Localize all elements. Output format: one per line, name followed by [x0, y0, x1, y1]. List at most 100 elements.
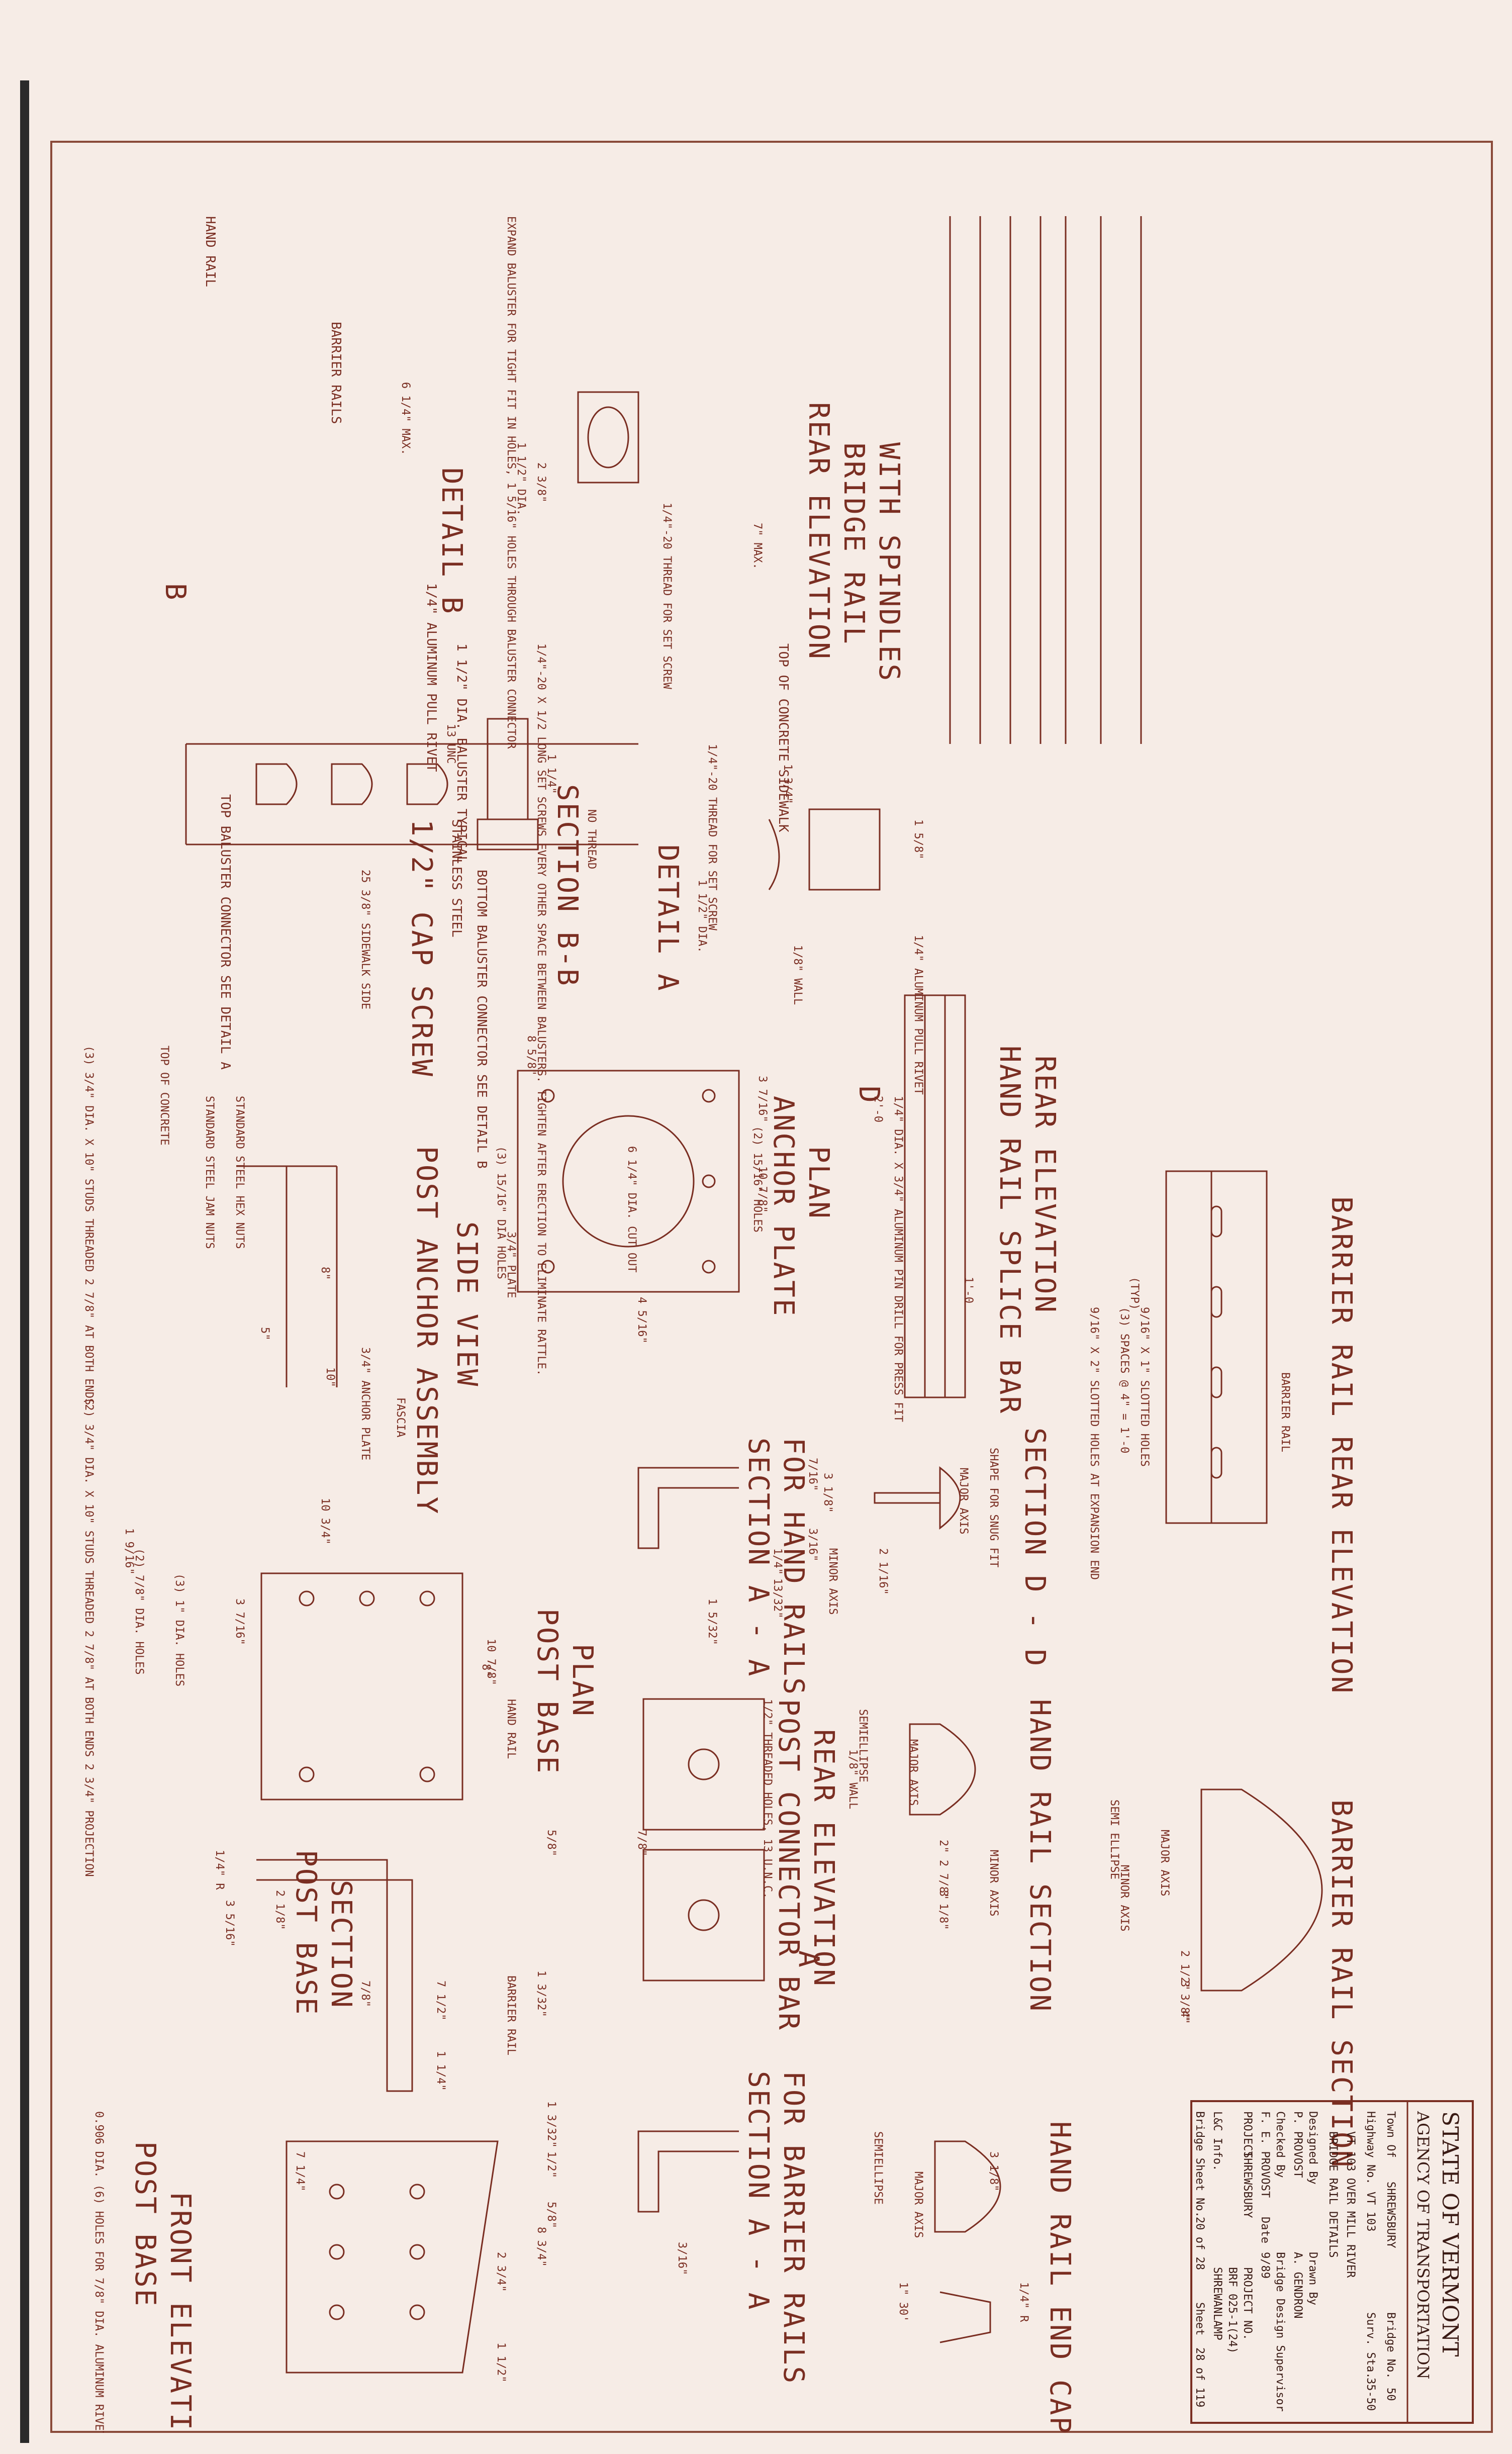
post-base-plan-title: POST BASE [531, 1609, 563, 1774]
cap-screw-view: 13 UNC NO THREAD 1 1/4" 1/2" CAP SCREW S… [405, 718, 598, 1078]
anchor-fascia: FASCIA [394, 1397, 407, 1437]
anchor-10: 10" [324, 1367, 336, 1387]
barrier-rail-rear-title: BARRIER RAIL REAR ELEVATION [1325, 1196, 1358, 1694]
section-aa-hand-dim5: 1 5/32" [706, 1598, 718, 1645]
rear-elevation-title: REAR ELEVATION [802, 402, 835, 660]
post-base-8: 8" [480, 1664, 492, 1677]
barrier-section-minor: MINOR AXIS [1118, 1865, 1130, 1931]
bottom-baluster-label: BOTTOM BALUSTER CONNECTOR SEE DETAIL B [474, 870, 489, 1169]
end-cap-title: HAND RAIL END CAP [1044, 2121, 1076, 2433]
anchor-plate-cutout: 6 1/4" DIA. CUT OUT [625, 1146, 638, 1273]
project-label: PROJECT [1241, 2111, 1254, 2158]
anchor-plate-height: 10 7/8" [756, 1166, 769, 1213]
section-aa-barrier-dim1: 1 3/32" [545, 2101, 557, 2148]
cap-screw-subtitle: STAINLESS STEEL [449, 819, 464, 937]
splice-bar-marker-d: D [853, 1086, 885, 1104]
anchor-plate-holes: (3) 15/16" DIA HOLES [495, 1146, 507, 1279]
barrier-section-semi: SEMI ELLIPSE [1108, 1800, 1120, 1879]
anchor-plate-title: ANCHOR PLATE [767, 1096, 800, 1317]
post-base-section-dim2: 2 1/8" [273, 1890, 286, 1930]
anchor-5: 5" [258, 1327, 271, 1341]
post-base-front-dim4: 1 1/2" [495, 2342, 507, 2382]
hand-rail-semi: SEMIELLIPSE [857, 1709, 869, 1782]
barrier-rail-section-view: SEMI ELLIPSE MAJOR AXIS MINOR AXIS 2 1/2… [1108, 1788, 1358, 2168]
anchor-plate-view: 8 5/8" 3 7/16" (3) 15/16" DIA HOLES 3/4"… [495, 1035, 835, 1344]
barrier-rear-slotted-1: 9/16" X 1" SLOTTED HOLES [1138, 1307, 1151, 1467]
date-label: Date [1259, 2217, 1271, 2243]
post-base-height: 10 7/8" [485, 1639, 497, 1685]
checked-label: Checked By [1274, 2111, 1286, 2178]
hand-rail-major: MAJOR AXIS [907, 1739, 919, 1806]
post-base-front-dim3: 2 3/4" [495, 2252, 507, 2292]
title-block: STATE OF VERMONT AGENCY OF TRANSPORTATIO… [1190, 2100, 1474, 2424]
section-dd-dim1: 3 1/8" [821, 1473, 834, 1513]
cap-screw-length: 1 1/4" [545, 754, 557, 794]
connector-marker-a: A [792, 1950, 825, 1969]
post-base-plan-subtitle: PLAN [566, 1644, 599, 1718]
anchor-plate-label: 3/4" ANCHOR PLATE [359, 1347, 371, 1460]
highway-label: Highway No. [1364, 2111, 1377, 2185]
date-value: 9/89 [1259, 2252, 1271, 2279]
hand-rail-end-cap-view: SEMIELLIPSE MAJOR AXIS 3 1/8" 1" 30' 1/4… [872, 2121, 1076, 2435]
section-dd-minor: MINOR AXIS [826, 1548, 839, 1615]
section-aa-hand-dim2: 3/16" [806, 1528, 819, 1561]
sheet-title: BRIDGE RAIL DETAILS [1327, 2131, 1339, 2258]
barrier-section-dim2: 3 3/8" [1178, 1980, 1191, 2020]
splice-bar-pin: 1/4" DIA. X 3/4" ALUMINUM PIN DRILL FOR … [892, 1096, 904, 1422]
post-base-section-subtitle: SECTION [325, 1880, 357, 2009]
hand-rail-wall: 1/8" WALL [846, 1749, 859, 1809]
rear-elevation-subtitle-1: BRIDGE RAIL [837, 442, 870, 645]
splice-bar-length: 2'-0 [872, 1096, 884, 1122]
section-aa-hand-dim4: 13/32" [771, 1578, 784, 1618]
hand-rail-section-view: SEMIELLIPSE MAJOR AXIS MINOR AXIS 1/8" W… [846, 1699, 1056, 2013]
anchor-plate-width: 8 5/8" [525, 1035, 537, 1075]
bridge-no-value: 50 [1384, 2388, 1397, 2401]
detail-b-dim: 2 3/8" [535, 462, 547, 502]
detail-b-view: EXPAND BALUSTER FOR TIGHT FIT IN HOLES, … [435, 216, 673, 749]
lc-label: L&C Info. [1211, 2111, 1223, 2171]
section-dd-dim2: 2 1/16" [877, 1548, 889, 1595]
section-bb-view: HAND RAIL BARRIER RAILS 6 1/4" MAX. 1/4"… [159, 216, 1142, 1376]
end-cap-major: MAJOR AXIS [912, 2172, 924, 2238]
hand-rail-section-title: HAND RAIL SECTION [1023, 1699, 1056, 2013]
bridge-sheet-value: 20 of 28 [1193, 2217, 1206, 2270]
post-base-width: 10 3/4" [319, 1498, 331, 1545]
designed-value: P. PROVOST [1291, 2111, 1304, 2178]
post-base-section-dim5: 7/8" [359, 1980, 371, 2007]
section-aa-barrier-dim3: 5/8" [545, 2202, 557, 2228]
post-anchor-view: (3) 3/4" DIA. X 10" STUDS THREADED 2 7/8… [82, 1046, 483, 1877]
project-no-label: PROJECT NO. [1241, 2267, 1254, 2340]
rotated-drawing: HAND RAIL BARRIER RAILS 6 1/4" MAX. 1/4"… [50, 141, 1493, 2454]
detail-b-note: EXPAND BALUSTER FOR TIGHT FIT IN HOLES, … [505, 216, 517, 749]
cap-screw-no-thread: NO THREAD [585, 809, 598, 869]
barrier-section-major: MAJOR AXIS [1158, 1830, 1171, 1896]
bridge-sheet-label: Bridge Sheet No. [1193, 2111, 1206, 2218]
section-bb-title: SECTION B-B [551, 784, 584, 987]
town-label: Town Of [1384, 2111, 1397, 2158]
drawn-label: Drawn By [1306, 2252, 1319, 2305]
section-aa-barrier-title: SECTION A - A [742, 2071, 775, 2311]
set-screw-note: 1/4"-20 X 1/2 LONG SET SCREWS EVERY OTHE… [535, 643, 547, 1376]
section-dd-view: SHAPE FOR SNUG FIT MAJOR AXIS MINOR AXIS… [821, 1428, 1051, 1667]
surv-sta-value: 35-50 [1364, 2378, 1377, 2411]
post-base-section-r: 1/4" R [213, 1850, 226, 1890]
end-cap-angle: 1" 30' [897, 2282, 909, 2322]
section-aa-barrier-subtitle: FOR BARRIER RAILS [777, 2071, 810, 2385]
anchor-studs-3: (3) 3/4" DIA. X 10" STUDS THREADED 2 7/8… [82, 1046, 95, 1405]
seven-max-label: 7" MAX. [751, 523, 764, 570]
anchor-plate-spacing: 3 7/16" [756, 1076, 769, 1122]
anchor-plate-subtitle: PLAN [802, 1146, 835, 1220]
anchor-plate-holes-2: (2) 15/16" HOLES [751, 1126, 764, 1233]
anchor-8: 8" [319, 1267, 331, 1280]
binding-strip [20, 80, 29, 2443]
sidewalk-side-label: 25 3/8" SIDEWALK SIDE [359, 870, 371, 1009]
max-dim-label: 6 1/4" MAX. [399, 382, 412, 455]
section-dd-title: SECTION D - D [1018, 1428, 1051, 1667]
section-marker-b: B [159, 583, 192, 602]
section-aa-barrier-dim4: 3/16" [676, 2242, 688, 2275]
surv-sta-label: Surv. Sta. [1364, 2312, 1377, 2379]
rear-elevation-subtitle-2: WITH SPINDLES [873, 442, 905, 682]
anchor-studs-2: (2) 3/4" DIA. X 10" STUDS THREADED 2 7/8… [82, 1397, 95, 1877]
top-of-sidewalk-label: TOP OF CONCRETE SIDEWALK [776, 643, 791, 832]
hand-rail-dim2: 2 7/8" [937, 1860, 950, 1900]
